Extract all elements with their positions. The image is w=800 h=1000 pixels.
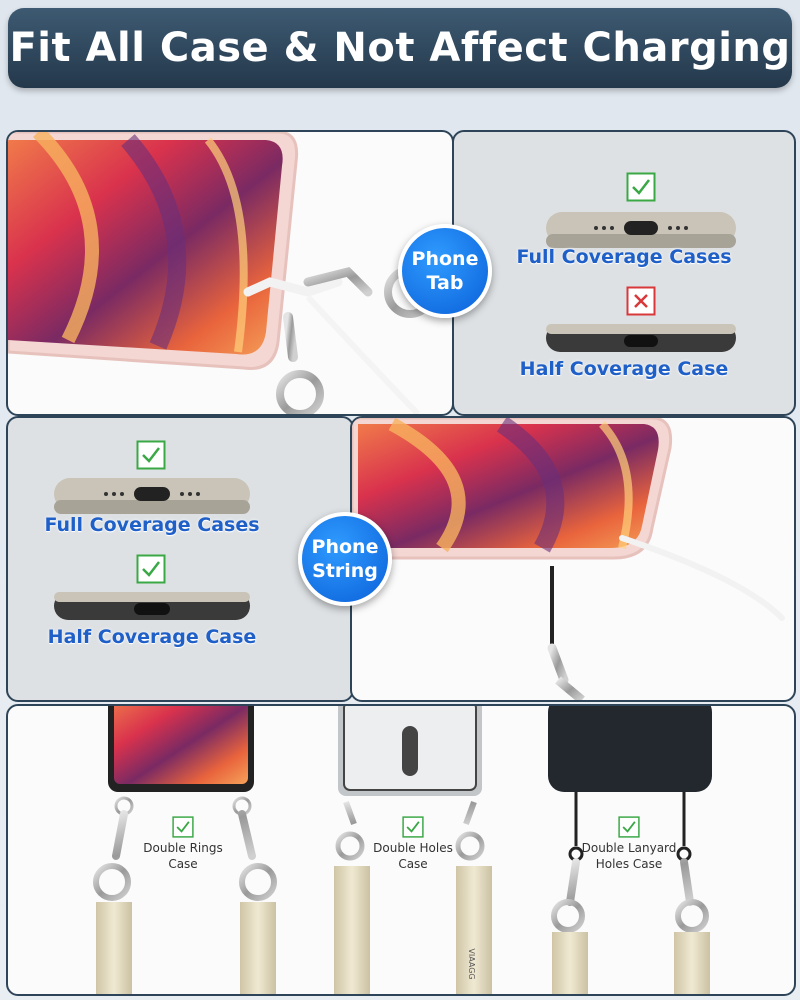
half-coverage-label: Half Coverage Case [519,358,729,380]
phone-tab-illustration [8,132,436,414]
phone-string-photo-panel [350,416,796,702]
title-banner: Fit All Case & Not Affect Charging [8,8,792,88]
banner-title: Fit All Case & Not Affect Charging [9,25,791,71]
half-coverage-cross-icon [626,286,656,316]
phone-tab-compatibility-panel: Full Coverage Cases Half Coverage Case [452,130,796,416]
full-coverage-check-icon [626,172,656,202]
half-coverage-check-icon [136,554,166,584]
half-coverage-case-bar [54,592,250,620]
strap-brand-text: VIAAGG [467,948,476,980]
phone-string-compatibility-panel: Full Coverage Cases Half Coverage Case [6,416,354,702]
full-coverage-label: Full Coverage Cases [516,246,732,268]
case-types-illustration [93,706,712,994]
half-coverage-case-bar [546,324,736,352]
phone-string-illustration [352,418,785,700]
double-lanyard-check-icon [618,816,640,838]
double-holes-check-icon [402,816,424,838]
full-coverage-check-icon [136,440,166,470]
full-coverage-label: Full Coverage Cases [44,514,260,536]
double-rings-check-icon [172,816,194,838]
full-coverage-case-bar [546,212,736,248]
phone-tab-photo-panel [6,130,454,416]
half-coverage-label: Half Coverage Case [47,626,257,648]
full-coverage-case-bar [54,478,250,514]
